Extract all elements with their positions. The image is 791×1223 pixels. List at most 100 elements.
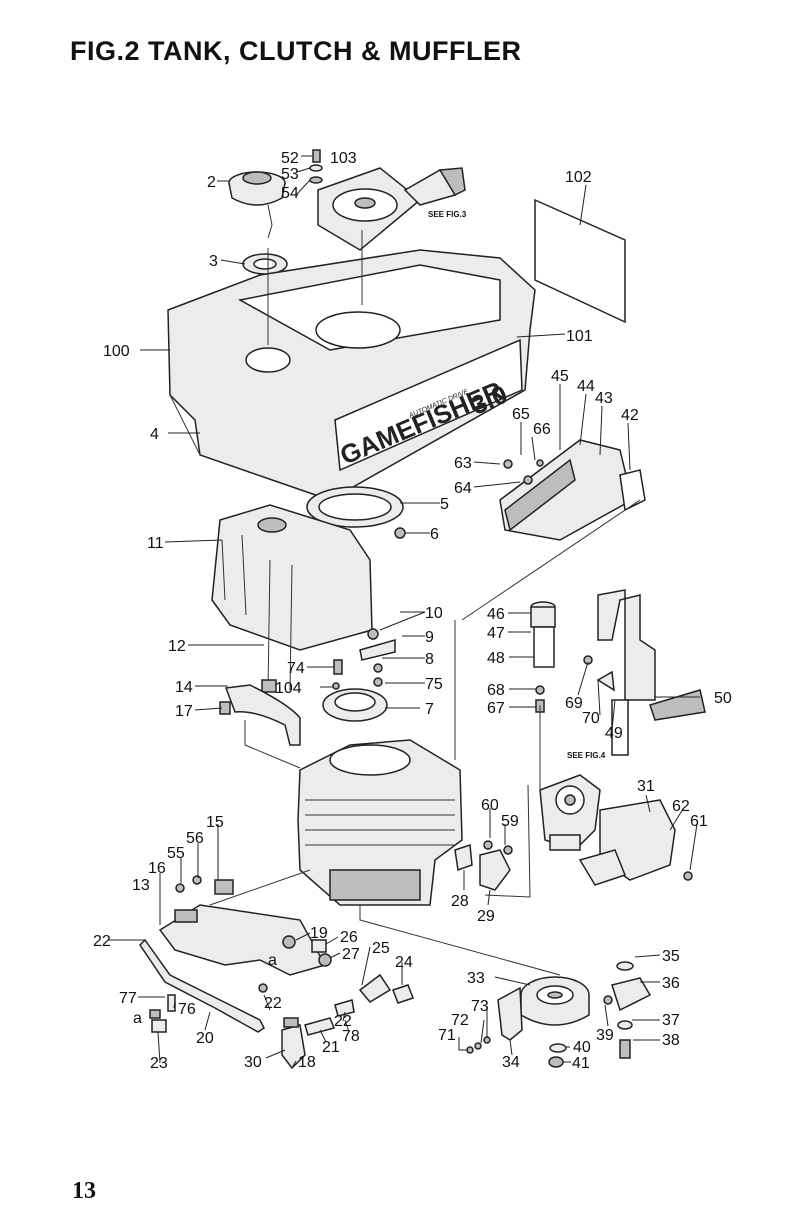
callout-11: 11 bbox=[147, 535, 164, 552]
callout-73: 73 bbox=[471, 998, 489, 1015]
callout-27: 27 bbox=[342, 946, 360, 963]
callout-20: 20 bbox=[196, 1030, 214, 1047]
callout-100: 100 bbox=[103, 343, 130, 360]
clutch-shoe-parts bbox=[603, 961, 652, 1059]
callout-103: 103 bbox=[330, 150, 357, 167]
callout-59: 59 bbox=[501, 813, 519, 830]
callout-numbers: 52 103 53 54 2 102 3 100 101 45 44 43 42… bbox=[93, 150, 732, 1072]
callout-29: 29 bbox=[477, 908, 495, 925]
callout-37: 37 bbox=[662, 1012, 680, 1029]
callout-22-hose: 22 bbox=[93, 933, 111, 950]
fuel-cap bbox=[228, 171, 286, 239]
callout-38: 38 bbox=[662, 1032, 680, 1049]
see-fig4-note: SEE FIG.4 bbox=[567, 751, 606, 760]
callout-55: 55 bbox=[167, 845, 185, 862]
small-bolts-55-56-16 bbox=[175, 875, 202, 893]
clutch-drum bbox=[520, 976, 590, 1026]
callout-72: 72 bbox=[451, 1012, 469, 1029]
washer-6 bbox=[394, 527, 406, 539]
page-number: 13 bbox=[72, 1178, 96, 1204]
side-decal-panel bbox=[534, 198, 626, 324]
callout-16: 16 bbox=[148, 860, 166, 877]
callout-18: 18 bbox=[298, 1054, 316, 1071]
screw-61 bbox=[683, 871, 693, 881]
callout-49: 49 bbox=[605, 725, 623, 742]
callout-15: 15 bbox=[206, 814, 224, 831]
callout-78: 78 bbox=[342, 1028, 360, 1045]
callout-8: 8 bbox=[425, 651, 434, 668]
callout-62: 62 bbox=[672, 798, 690, 815]
callout-36: 36 bbox=[662, 975, 680, 992]
callout-56: 56 bbox=[186, 830, 204, 847]
recoil-starter bbox=[317, 167, 466, 251]
drum-bracket bbox=[497, 986, 523, 1041]
callout-22-pin: 22 bbox=[334, 1013, 352, 1030]
callout-40: 40 bbox=[573, 1039, 591, 1056]
callout-44: 44 bbox=[577, 378, 595, 395]
fuel-line bbox=[139, 938, 265, 1033]
callout-23: 23 bbox=[150, 1055, 168, 1072]
callout-28: 28 bbox=[451, 893, 469, 910]
starter-bolt-stack bbox=[309, 149, 323, 184]
leader-lines bbox=[108, 155, 700, 1067]
callout-64: 64 bbox=[454, 480, 472, 497]
callout-a-center: a bbox=[268, 952, 277, 969]
springs-and-pins bbox=[258, 935, 414, 1036]
callout-41: 41 bbox=[572, 1055, 590, 1072]
intake-gasket-nozzle bbox=[454, 840, 513, 891]
gasket-ring bbox=[306, 486, 404, 528]
callout-13: 13 bbox=[132, 877, 150, 894]
callout-14: 14 bbox=[175, 679, 193, 696]
callout-61: 61 bbox=[690, 813, 708, 830]
callout-4: 4 bbox=[150, 426, 159, 443]
callout-9: 9 bbox=[425, 629, 434, 646]
exhaust-bracket bbox=[583, 589, 706, 756]
callout-69: 69 bbox=[565, 695, 583, 712]
callout-54: 54 bbox=[281, 185, 299, 202]
callout-77: 77 bbox=[119, 990, 137, 1007]
muffler-bolts bbox=[503, 459, 544, 485]
muffler-assembly bbox=[499, 439, 646, 541]
callout-26: 26 bbox=[340, 929, 358, 946]
callout-5: 5 bbox=[440, 496, 449, 513]
callout-67: 67 bbox=[487, 700, 505, 717]
engine-cover bbox=[167, 249, 536, 501]
callout-48: 48 bbox=[487, 650, 505, 667]
callout-10: 10 bbox=[425, 605, 443, 622]
callout-6: 6 bbox=[430, 526, 439, 543]
callout-70: 70 bbox=[582, 710, 600, 727]
callout-47: 47 bbox=[487, 625, 505, 642]
callout-24: 24 bbox=[395, 954, 413, 971]
callout-74: 74 bbox=[287, 660, 305, 677]
air-intake bbox=[578, 799, 676, 886]
fuel-valve bbox=[149, 994, 176, 1033]
carburetor bbox=[539, 774, 601, 851]
callout-31: 31 bbox=[637, 778, 655, 795]
fuel-cap-gasket bbox=[242, 253, 288, 275]
callout-25: 25 bbox=[372, 940, 390, 957]
callout-66: 66 bbox=[533, 421, 551, 438]
callout-104: 104 bbox=[275, 680, 302, 697]
engine-block bbox=[297, 739, 463, 906]
see-fig3-note: SEE FIG.3 bbox=[428, 210, 467, 219]
callout-60: 60 bbox=[481, 797, 499, 814]
callout-7: 7 bbox=[425, 701, 434, 718]
callout-17: 17 bbox=[175, 703, 193, 720]
callout-19: 19 bbox=[310, 925, 328, 942]
callout-101: 101 bbox=[566, 328, 593, 345]
callout-21: 21 bbox=[322, 1039, 340, 1056]
callout-71: 71 bbox=[438, 1027, 456, 1044]
washers-40-41 bbox=[548, 1043, 567, 1068]
callout-76: 76 bbox=[178, 1001, 196, 1018]
callout-63: 63 bbox=[454, 455, 472, 472]
clutch-assembly bbox=[322, 628, 396, 722]
callout-39: 39 bbox=[596, 1027, 614, 1044]
callout-52: 52 bbox=[281, 150, 299, 167]
callout-33: 33 bbox=[467, 970, 485, 987]
callout-12: 12 bbox=[168, 638, 186, 655]
callout-30: 30 bbox=[244, 1054, 262, 1071]
screws-71-72-73 bbox=[466, 1036, 491, 1054]
mounting-plate bbox=[158, 879, 327, 976]
